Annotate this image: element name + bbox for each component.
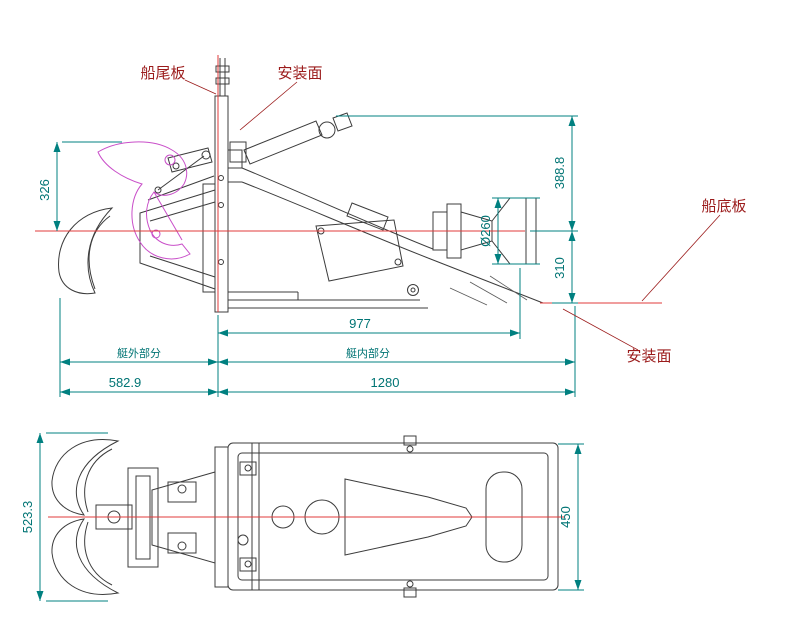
label-transom-plate: 船尾板 [140,64,185,82]
callout-labels: 船尾板 安装面 船底板 安装面 [140,64,746,365]
dim-text-310: 310 [552,257,567,279]
hydraulic-cylinder [229,112,353,165]
dim-977: 977 [218,268,521,339]
dim-1280: 1280 [218,375,575,396]
dim-text-450: 450 [558,506,573,528]
dim-text-582-9: 582.9 [109,375,142,390]
side-view-geometry [58,58,544,313]
dim-450: 450 [558,443,584,591]
dim-text-260: Ø260 [478,215,493,247]
transom-plate [214,95,229,313]
label-mounting-surface-top: 安装面 [277,65,322,82]
dim-text-523-3: 523.3 [20,501,35,534]
dim-text-977: 977 [349,316,371,331]
reference-lines [35,55,662,518]
dim-523-3: 523.3 [20,432,108,602]
stator-cone-plan [344,478,473,556]
bucket-mechanism-highlight [97,141,191,260]
dim-388-8: 388.8 [336,115,578,232]
label-mounting-surface-bottom: 安装面 [626,348,671,365]
label-hull-bottom-plate: 船底板 [701,197,746,215]
bucket-half-top [51,439,120,516]
dim-text-326: 326 [37,179,52,201]
dim-text-1280: 1280 [371,375,400,390]
bucket-half-bottom [51,518,120,595]
dim-260: Ø260 [478,197,540,265]
intake-ramp [228,257,544,309]
label-outboard-section: 艇外部分 [117,346,161,360]
dimensions: 326 388.8 Ø260 310 977 [20,115,584,602]
dim-text-388-8: 388.8 [552,157,567,190]
inspection-cover [315,219,404,282]
steering-nozzle [58,147,216,295]
dim-326: 326 [37,141,122,231]
label-inboard-section: 艇内部分 [346,346,390,360]
dim-582-9: 582.9 [60,375,218,396]
pump-housing [228,167,434,296]
section-labels: 艇外部分 艇内部分 [59,298,576,397]
dim-310: 310 [552,231,578,304]
